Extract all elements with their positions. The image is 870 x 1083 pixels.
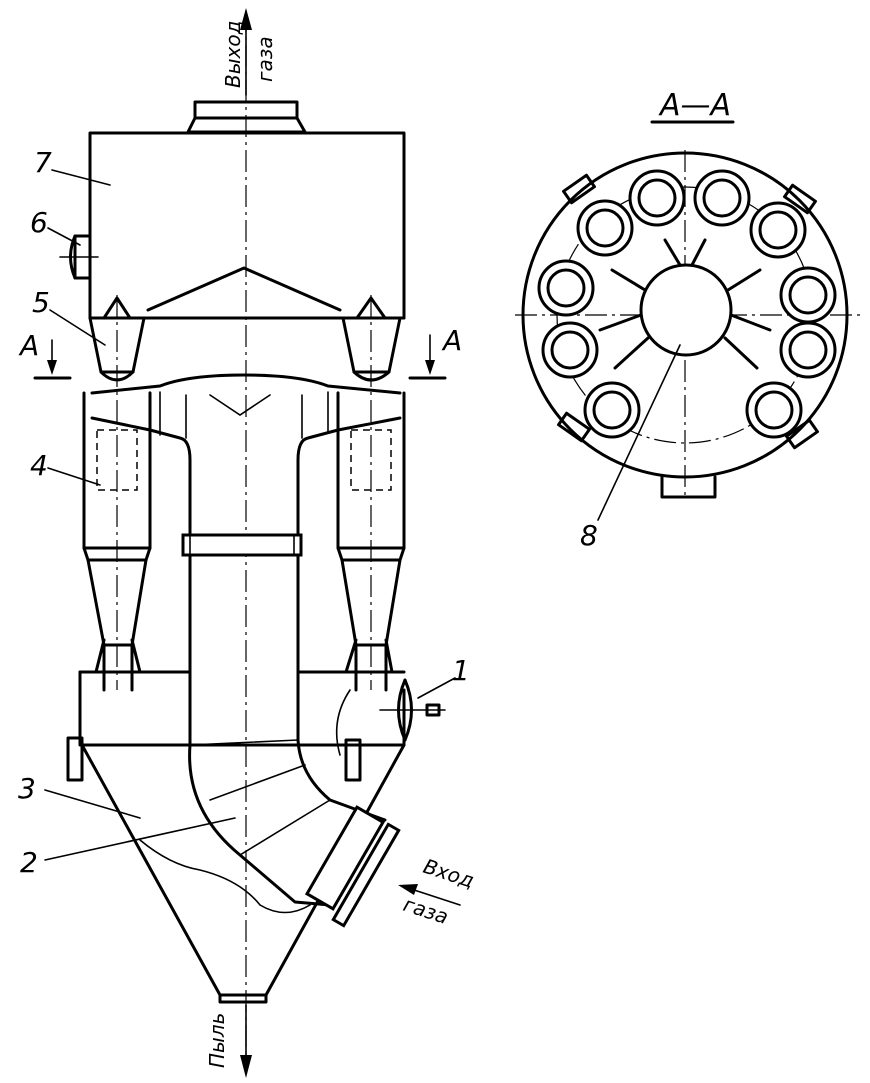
callout-1: 1	[452, 654, 470, 687]
section-marker-left	[33, 339, 72, 380]
gas-outlet-label-1: Выход	[221, 21, 245, 88]
cone-bunker	[80, 743, 406, 1004]
section-nozzle	[660, 475, 717, 499]
internal-baffle	[146, 266, 342, 312]
callout-3: 3	[18, 772, 36, 805]
central-collector	[639, 263, 733, 357]
spokes	[598, 238, 772, 370]
callout-4: 4	[30, 449, 48, 482]
gas-outlet-label-2: газа	[253, 36, 277, 82]
gas-outlet-arrow	[240, 8, 252, 96]
outlet-cone-left	[88, 295, 146, 690]
dust-label: Пыль	[205, 1013, 229, 1068]
callout-6: 6	[30, 206, 48, 239]
inspection-hatch	[59, 234, 99, 280]
explosion-valve	[335, 678, 446, 756]
cyclone-ring	[537, 169, 837, 439]
central-inlet-pipe	[181, 533, 303, 557]
section-mark-left: A	[18, 329, 39, 362]
dust-arrow	[240, 1004, 252, 1078]
inlet-elbow	[188, 688, 401, 928]
gas-inlet-label-2: газа	[400, 892, 451, 929]
gas-inlet-label-1: Вход	[420, 854, 477, 893]
leader-lines	[44, 169, 456, 861]
support-lugs	[557, 173, 819, 450]
callout-5: 5	[32, 286, 50, 319]
section-title: A—A	[658, 88, 731, 123]
callout-7: 7	[34, 146, 52, 179]
dust-bunker-top	[66, 638, 406, 782]
outlet-cone-right	[341, 295, 402, 690]
section-mark-right: A	[441, 324, 462, 357]
section-marker-right	[408, 334, 447, 380]
callout-2: 2	[20, 846, 38, 879]
callout-8: 8	[580, 519, 598, 552]
gas-collector-box	[88, 131, 406, 320]
elevation-view: Выход газа	[18, 8, 477, 1078]
section-view-a-a: A—A	[515, 88, 860, 552]
gas-inlet-arrow	[398, 884, 461, 906]
